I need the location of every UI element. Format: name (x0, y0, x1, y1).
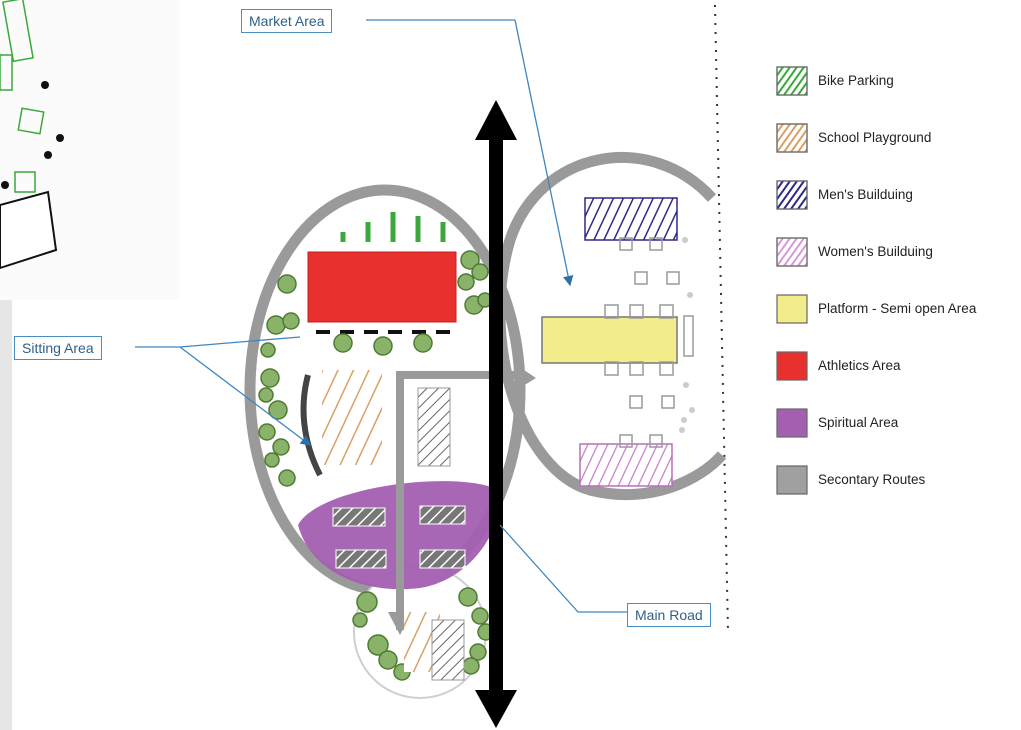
legend-item: Spiritual Area (776, 394, 1016, 451)
men-building (584, 197, 678, 241)
main-road-callout: Main Road (627, 603, 711, 627)
legend-swatch (776, 464, 808, 495)
women-building (579, 443, 673, 487)
legend-item: Athletics Area (776, 337, 1016, 394)
legend-label: Secontary Routes (818, 472, 926, 487)
legend-item: Men's Builduing (776, 166, 1016, 223)
sitting-bench (300, 374, 323, 477)
legend-label: Spiritual Area (818, 415, 899, 430)
legend-label: Men's Builduing (818, 187, 913, 202)
market-area-callout: Market Area (241, 9, 333, 33)
secondary-arrowhead-right (515, 364, 536, 391)
legend-swatch (776, 293, 808, 324)
legend-swatch (776, 179, 808, 210)
legend-item: Secontary Routes (776, 451, 1016, 508)
bottom-playground-hatch (404, 612, 440, 672)
bottom-gray-hatch (431, 619, 465, 681)
legend-swatch (776, 407, 808, 438)
secondary-route-arrows (396, 371, 515, 630)
athletics-area (307, 251, 457, 323)
legend-label: Women's Builduing (818, 244, 933, 259)
legend-swatch (776, 350, 808, 381)
legend-item: Women's Builduing (776, 223, 1016, 280)
legend-label: Platform - Semi open Area (818, 301, 977, 316)
site-boundary (714, 4, 729, 633)
market-bollards (679, 237, 695, 433)
legend-item: Platform - Semi open Area (776, 280, 1016, 337)
men-building-small (417, 387, 451, 467)
legend-label: Bike Parking (818, 73, 894, 88)
legend-item: School Playground (776, 109, 1016, 166)
tree-clusters (258, 250, 495, 681)
market-c-route (494, 152, 727, 500)
bike-parking-strips (340, 212, 446, 242)
callout-leaders (135, 19, 628, 613)
spiritual-area-buildings (332, 505, 466, 569)
market-stalls (604, 237, 694, 448)
platform-semi-open-area (541, 316, 678, 364)
legend-swatch (776, 236, 808, 267)
main-road (475, 100, 517, 728)
legend-label: School Playground (818, 130, 932, 145)
legend-swatch (776, 122, 808, 153)
legend-swatch (776, 65, 808, 96)
sitting-area-callout: Sitting Area (14, 336, 102, 360)
legend-item: Bike Parking (776, 52, 1016, 109)
surrounding-context (0, 0, 180, 730)
legend-label: Athletics Area (818, 358, 901, 373)
school-playground (322, 370, 382, 465)
